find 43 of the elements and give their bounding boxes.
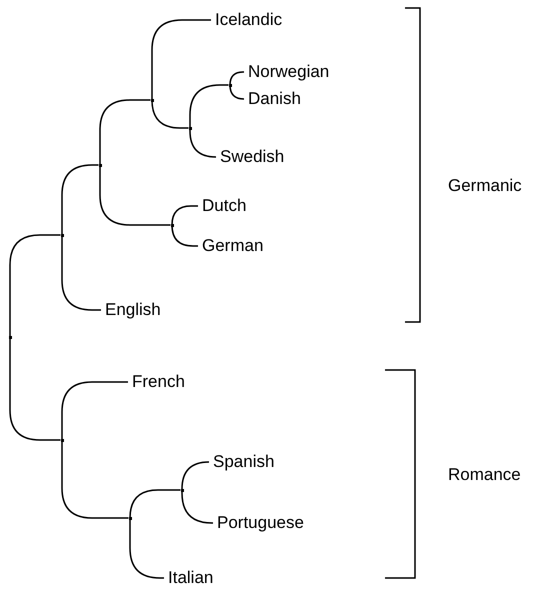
group-label: Romance — [448, 465, 521, 485]
branch-point — [188, 126, 192, 130]
tree-branch — [9, 337, 60, 441]
group-label: Germanic — [448, 176, 522, 196]
language-name: French — [132, 372, 185, 392]
tree-branch — [151, 99, 188, 129]
branch-point — [98, 164, 102, 166]
language-name: Portuguese — [217, 513, 304, 533]
branch-point — [60, 438, 64, 442]
language-name: Danish — [248, 89, 301, 109]
tree-branch — [129, 489, 180, 519]
branch-point — [128, 516, 132, 520]
branch-point — [8, 336, 12, 338]
language-name: Swedish — [220, 147, 284, 167]
branch-point — [60, 234, 64, 236]
tree-branch — [151, 19, 211, 100]
branch-point — [150, 98, 154, 102]
language-name: English — [105, 300, 161, 320]
branch-point — [180, 488, 184, 492]
tree-branch — [129, 518, 164, 579]
tree-branch — [171, 205, 198, 226]
language-name: Italian — [168, 568, 214, 588]
tree-branch — [229, 84, 245, 100]
tree-branch — [181, 490, 214, 524]
tree-branch — [181, 461, 210, 490]
tree-branch — [99, 165, 170, 226]
language-name: German — [202, 236, 264, 256]
tree-branch — [99, 99, 150, 165]
language-name: Icelandic — [215, 10, 282, 30]
tree-branch — [61, 164, 98, 235]
tree-branch — [189, 84, 228, 128]
tree-branch — [61, 235, 101, 311]
language-name: Dutch — [202, 196, 246, 216]
tree-branch — [229, 71, 244, 86]
branch-point — [228, 84, 232, 86]
language-name: Norwegian — [248, 62, 330, 82]
language-name: Spanish — [213, 452, 274, 472]
tree-branch — [171, 224, 198, 247]
tree-branch — [9, 234, 60, 337]
branch-point — [170, 224, 174, 226]
tree-branch — [189, 128, 217, 158]
tree-branch — [61, 381, 128, 440]
tree-branch — [61, 440, 128, 519]
